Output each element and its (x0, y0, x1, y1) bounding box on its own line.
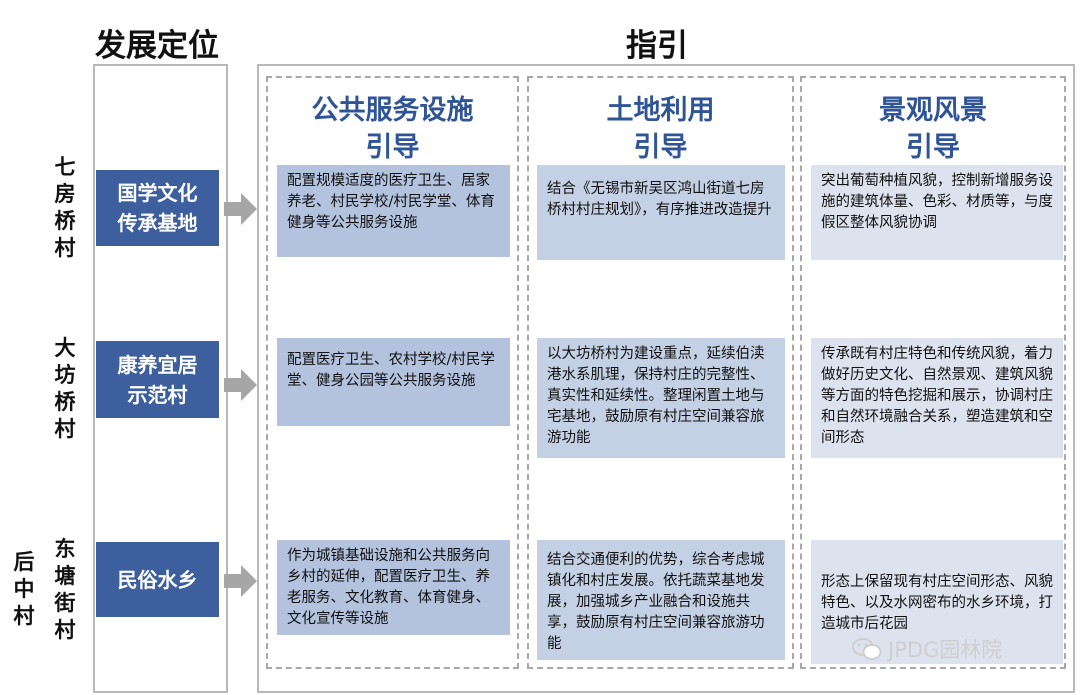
public-service-box: 配置医疗卫生、农村学校/村民学堂、健身公园等公共服务设施 (277, 338, 510, 426)
column-title-public-service: 公共服务设施 引导 (266, 92, 519, 166)
column-title-line2: 引导 (365, 132, 420, 163)
column-title-line1: 公共服务设施 (311, 95, 474, 126)
landscape-box: 形态上保留现有村庄空间形态、风貌特色、以及水网密布的水乡环境，打造城市后花园 (811, 540, 1063, 664)
badge-line1: 民俗水乡 (117, 567, 198, 592)
badge-line2: 示范村 (127, 382, 188, 407)
landscape-box: 传承既有村庄特色和传统风貌，着力做好历史文化、自然景观、建筑风貌等方面的特色挖掘… (811, 338, 1063, 458)
guidance-frame (257, 64, 1075, 693)
land-use-box: 以大坊桥村为建设重点，延续伯渎港水系肌理，保持村庄的完整性、真实性和延续性。整理… (537, 338, 785, 458)
right-arrow-icon (224, 565, 257, 597)
public-service-box: 作为城镇基础设施和公共服务向乡村的延伸，配置医疗卫生、养老服务、文化教育、体育健… (277, 540, 510, 635)
land-use-box: 结合交通便利的优势，综合考虑城镇化和村庄发展。依托蔬菜基地发展，加强城乡产业融合… (537, 540, 785, 660)
badge-line1: 国学文化 (117, 181, 198, 205)
positioning-badge-guoxue: 国学文化 传承基地 (96, 170, 219, 246)
village-name-qifangqiao: 七房桥村 (54, 155, 76, 260)
badge-line2: 传承基地 (117, 211, 198, 235)
right-arrow-icon (224, 193, 257, 225)
column-title-line2: 引导 (633, 132, 688, 163)
column-landscape (800, 76, 1066, 669)
column-title-line1: 土地利用 (606, 95, 715, 126)
landscape-box: 突出葡萄种植风貌，控制新增服务设施的建筑体量、色彩、材质等，与度假区整体风貌协调 (811, 165, 1063, 260)
watermark-text: JPDG园林院 (888, 638, 1003, 662)
column-title-line2: 引导 (906, 132, 960, 163)
column-title-landscape: 景观风景 引导 (800, 92, 1066, 166)
column-title-line1: 景观风景 (879, 95, 987, 126)
positioning-badge-kangyang: 康养宜居 示范村 (96, 341, 219, 418)
column-title-land-use: 土地利用 引导 (527, 92, 794, 166)
village-name-dongtangjie: 东塘街村 (54, 537, 76, 642)
village-name-houzhong: 后中村 (13, 550, 35, 628)
public-service-box: 配置规模适度的医疗卫生、居家养老、村民学校/村民学堂、体育健身等公共服务设施 (277, 165, 510, 257)
right-arrow-icon (224, 369, 257, 401)
positioning-badge-minsu: 民俗水乡 (96, 542, 219, 617)
column-land-use (527, 76, 794, 669)
badge-line1: 康养宜居 (117, 352, 198, 377)
header-development-positioning: 发展定位 (95, 28, 219, 64)
wechat-icon (852, 638, 882, 660)
land-use-box: 结合《无锡市新吴区鸿山街道七房桥村村庄规划》，有序推进改造提升 (537, 165, 785, 260)
watermark: JPDG园林院 (852, 634, 1002, 664)
header-guidance: 指引 (626, 28, 688, 64)
village-name-dafangqiao: 大坊桥村 (54, 336, 76, 441)
column-public-service (266, 76, 519, 669)
